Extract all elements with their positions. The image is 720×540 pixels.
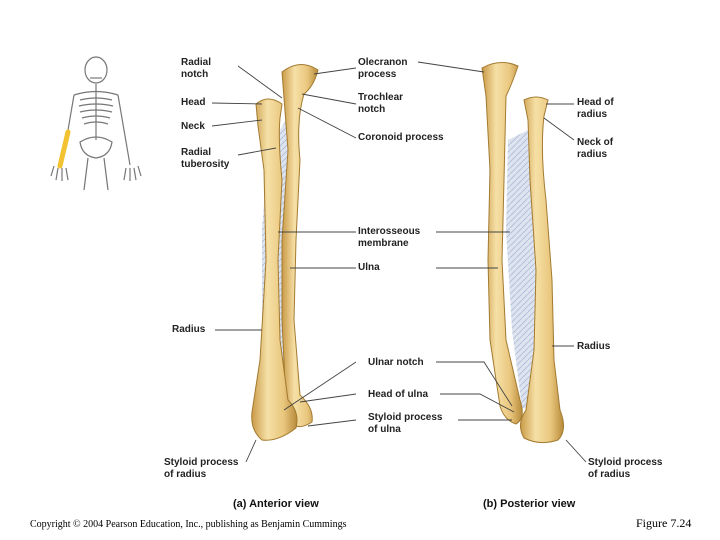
label-radius-anterior-text: Radius [172,324,205,336]
label-radial-notch-line1: Radial [181,57,211,69]
anterior-ulna [282,64,318,426]
label-head-of-radius: Head of radius [577,97,614,121]
copyright-text: Copyright © 2004 Pearson Education, Inc.… [30,519,346,530]
label-neck-of-radius-line1: Neck of [577,137,613,149]
label-neck-of-radius-line2: radius [577,149,613,161]
label-head-of-ulna: Head of ulna [368,389,428,401]
label-radius-anterior: Radius [172,324,205,336]
label-styloid-radius-p-line1: Styloid process [588,457,662,469]
label-olecranon-line1: Olecranon [358,57,407,69]
label-interosseous-line2: membrane [358,238,420,250]
label-radial-tuberosity: Radial tuberosity [181,147,229,171]
label-head-of-radius-line2: radius [577,109,614,121]
label-ulnar-notch-text: Ulnar notch [368,357,424,369]
caption-posterior-view: (b) Posterior view [483,498,575,510]
label-styloid-radius-p-line2: of radius [588,469,662,481]
label-radial-tuberosity-line1: Radial [181,147,229,159]
skeleton-thumbnail [51,57,141,190]
posterior-view-bones [482,62,564,442]
label-radial-tuberosity-line2: tuberosity [181,159,229,171]
label-olecranon-line2: process [358,69,407,81]
label-head: Head [181,97,205,109]
label-neck-text: Neck [181,121,205,133]
label-ulna-text: Ulna [358,262,380,274]
label-styloid-process-ulna: Styloid process of ulna [368,412,442,436]
label-neck: Neck [181,121,205,133]
caption-anterior-view: (a) Anterior view [233,498,319,510]
label-ulna: Ulna [358,262,380,274]
label-styloid-process-radius-posterior: Styloid process of radius [588,457,662,481]
label-head-of-radius-line1: Head of [577,97,614,109]
label-coronoid-text: Coronoid process [358,132,444,144]
label-radius-posterior: Radius [577,341,610,353]
label-trochlear-line1: Trochlear [358,92,403,104]
label-interosseous-membrane: Interosseous membrane [358,226,420,250]
figure-number: Figure 7.24 [636,516,691,531]
label-radius-posterior-text: Radius [577,341,610,353]
anterior-view-bones [252,64,318,440]
label-trochlear-line2: notch [358,104,403,116]
label-styloid-radius-a-line1: Styloid process [164,457,238,469]
label-head-of-ulna-text: Head of ulna [368,389,428,401]
label-radial-notch: Radial notch [181,57,211,81]
label-styloid-ulna-line2: of ulna [368,424,442,436]
label-coronoid-process: Coronoid process [358,132,444,144]
label-neck-of-radius: Neck of radius [577,137,613,161]
label-interosseous-line1: Interosseous [358,226,420,238]
label-styloid-ulna-line1: Styloid process [368,412,442,424]
label-styloid-process-radius-anterior: Styloid process of radius [164,457,238,481]
label-olecranon-process: Olecranon process [358,57,407,81]
highlighted-forearm [60,132,68,166]
label-styloid-radius-a-line2: of radius [164,469,238,481]
label-radial-notch-line2: notch [181,69,211,81]
label-head-text: Head [181,97,205,109]
label-trochlear-notch: Trochlear notch [358,92,403,116]
label-ulnar-notch: Ulnar notch [368,357,424,369]
